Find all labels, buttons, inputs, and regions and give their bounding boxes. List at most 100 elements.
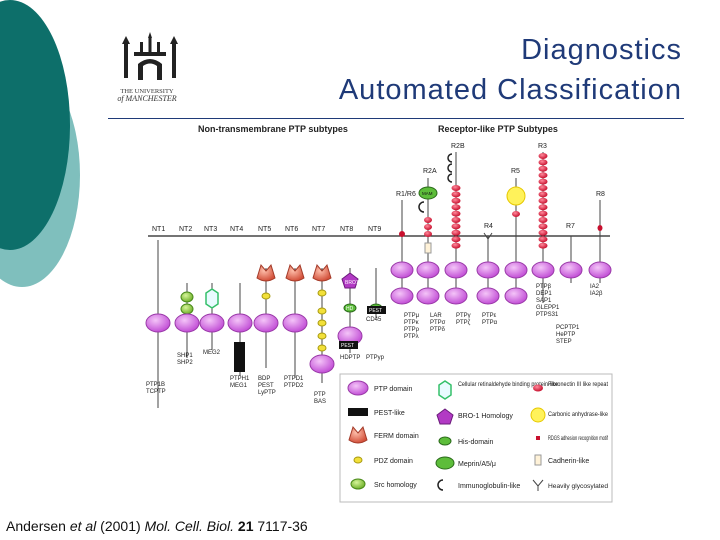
nt8-his-domain <box>343 303 357 313</box>
r3-fn-bead-3 <box>538 172 548 179</box>
citation-authors: Andersen <box>6 518 70 534</box>
members-r5-4: PTPS31 <box>536 312 559 318</box>
r2b-fn-bead-2 <box>451 197 461 204</box>
nt2-ptp-domain <box>174 313 200 333</box>
legend-fibronectin-label: Fibronectin III like repeat <box>548 381 608 388</box>
label-r2a: R2A <box>423 168 437 175</box>
r2b-fn-bead-3 <box>451 204 461 211</box>
r2b-fn-bead-1 <box>451 191 461 198</box>
members-r2b-1: PTPσ <box>430 320 446 326</box>
members-nt6-0: PTPD1 <box>284 376 304 382</box>
legend-crbp-label: Cellular retinaldehyde binding protein-l… <box>458 381 558 388</box>
members-r2a-2: PTPρ <box>404 327 420 333</box>
r2a-mam-label: MAM <box>422 191 433 196</box>
legend-crbp-icon <box>438 380 452 400</box>
legend-pdz-label: PDZ domain <box>374 458 413 465</box>
title-underline <box>108 118 684 119</box>
r3-ptp-domain <box>531 261 555 279</box>
members-r8-0: IA2 <box>590 284 600 290</box>
members-nt1-0: PTP1B <box>146 382 165 388</box>
members-r4-0: PTPε <box>482 313 497 319</box>
members-r2a-0: PTPμ <box>404 313 420 319</box>
r2b-fn-bead-7 <box>451 229 461 236</box>
label-r3: R3 <box>538 143 547 150</box>
r5-fibronectin <box>512 211 520 217</box>
nt8-pest-label: PEST <box>341 343 354 349</box>
label-r5: R5 <box>511 168 520 175</box>
header-nontransmembrane: Non-transmembrane PTP subtypes <box>198 124 348 134</box>
citation-journal: Mol. Cell. Biol. <box>144 518 235 534</box>
logo-line-1: THE UNIVERSITY <box>120 88 174 95</box>
legend-carbonic-label: Carbonic anhydrase-like <box>548 411 608 418</box>
r2b-fn-bead-5 <box>451 217 461 223</box>
label-r2b: R2B <box>451 143 465 150</box>
r3-fn-bead-5 <box>538 185 548 191</box>
members-nt7-1: BAS <box>314 399 326 405</box>
members-nt1-1: TCPTP <box>146 389 166 395</box>
legend-ig-icon <box>437 479 444 491</box>
nt1-ptp-domain <box>145 313 171 333</box>
r5-ptp-domain-1 <box>504 261 528 279</box>
r4-glyco <box>483 232 493 243</box>
r8-ptp-domain <box>588 261 612 279</box>
legend-mam-icon <box>435 456 455 470</box>
nt5-ptp-domain <box>253 313 279 333</box>
r3-fn-bead-2 <box>538 165 548 172</box>
legend-ferm-label: FERM domain <box>374 433 419 440</box>
r3-fn-bead-12 <box>538 229 548 236</box>
r3-fn-bead-10 <box>538 217 548 223</box>
slide-title-line-1: Diagnostics <box>521 34 682 66</box>
legend-carbonic-icon <box>530 407 546 423</box>
r2b-fn-bead-0 <box>451 185 461 191</box>
members-nt2-0: SHP1 <box>177 353 193 359</box>
legend-glyco-icon <box>532 479 544 491</box>
r2b-ptp-domain-1 <box>444 261 468 279</box>
legend-box <box>339 373 613 503</box>
members-nt5-0: BDP <box>258 376 270 382</box>
members-nt3-0: MEG2 <box>203 350 221 356</box>
slide-title-line-2: Automated Classification <box>338 74 682 106</box>
r3-fn-bead-0 <box>538 153 548 159</box>
members-r2b-0: LAR <box>430 313 442 319</box>
citation-year: (2001) <box>96 518 145 534</box>
members-r7-0: PCPTP1 <box>556 325 580 331</box>
citation-volume: 21 <box>234 518 254 534</box>
r2b-fn-bead-8 <box>451 236 461 243</box>
legend-pest-label: PEST-like <box>374 410 405 417</box>
nt5-ferm-domain <box>256 263 276 282</box>
r5-ptp-domain-2 <box>504 287 528 305</box>
members-nt5-2: LyPTP <box>258 390 276 396</box>
citation-pages: 7117-36 <box>253 518 308 534</box>
members-r2a-3: PTPλ <box>404 334 419 340</box>
r2a-ptp-domain-2 <box>416 287 440 305</box>
r7-ptp-domain <box>559 261 583 279</box>
r2b-fn-bead-4 <box>451 210 461 217</box>
university-logo-text: THE UNIVERSITY of MANCHESTER <box>112 88 182 103</box>
legend-his-icon <box>438 436 452 446</box>
nt7-pdz-domain-3 <box>317 319 327 327</box>
r3-fn-bead-11 <box>538 223 548 230</box>
r2b-ptp-domain-2 <box>444 287 468 305</box>
legend-ptp-domain-icon <box>347 380 369 396</box>
nt4-ptp-domain <box>227 313 253 333</box>
header-receptor-like: Receptor-like PTP Subtypes <box>438 124 558 134</box>
legend-cadherin-label: Cadherin-like <box>548 458 589 465</box>
members-nt8-1: PTPyp <box>366 355 385 361</box>
legend-fibronectin-icon <box>533 384 543 392</box>
r2b-fn-bead-6 <box>451 223 461 230</box>
members-nt8-0: HDPTP <box>340 355 360 361</box>
nt6-ptp-domain <box>282 313 308 333</box>
r2a-ig-like <box>418 201 425 213</box>
label-nt2: NT2 <box>179 226 192 233</box>
citation-et-al: et al <box>69 518 97 534</box>
r3-fn-bead-14 <box>538 242 548 249</box>
members-nt2-1: SHP2 <box>177 360 193 366</box>
members-nt5-1: PEST <box>258 383 274 389</box>
label-nt6: NT6 <box>285 226 298 233</box>
decorative-teal-shapes <box>0 0 80 287</box>
nt4-pest-box <box>234 342 245 372</box>
nt8-bro1-domain <box>341 272 359 289</box>
legend-pdz-icon <box>353 456 363 464</box>
university-crest-logo <box>122 32 178 80</box>
members-r5-3: GLEPP1 <box>536 305 560 311</box>
